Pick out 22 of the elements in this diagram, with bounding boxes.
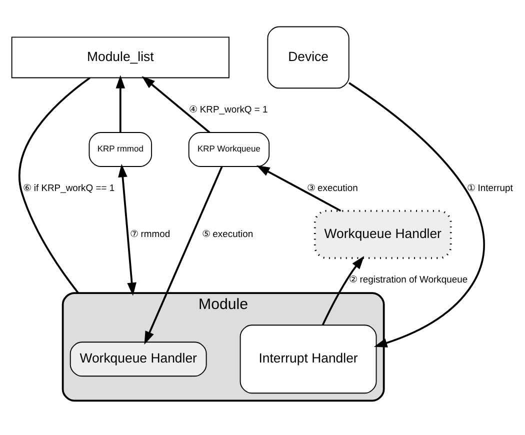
arrow (118, 164, 136, 296)
node-box: KRP rmmod (88, 132, 152, 167)
node-box: Device (267, 26, 350, 89)
arrow (322, 256, 364, 326)
arrow (144, 166, 223, 345)
edge-label: ③ execution (306, 183, 358, 194)
connector (18, 77, 90, 294)
edge-label: ⑦ rmmod (130, 228, 170, 240)
edge-label: ② registration of Workqueue (349, 274, 468, 286)
edge-label: ⑥ if KRP_workQ == 1 (23, 183, 115, 194)
arrow (256, 165, 342, 212)
edge-label: ④ KRP_workQ = 1 (189, 104, 268, 116)
arrow (116, 75, 126, 132)
edge-label: ① Interrupt (467, 183, 513, 194)
node-box: KRP Workqueue (188, 132, 270, 167)
arrow (142, 76, 210, 134)
node-box: Interrupt Handler (240, 324, 377, 394)
node-box: Workqueue Handler (70, 342, 207, 377)
node-box: Workqueue Handler (314, 210, 452, 260)
arrow (348, 82, 485, 348)
node-box: Module_list (11, 36, 230, 78)
edge-label: ⑤ execution (202, 228, 254, 240)
